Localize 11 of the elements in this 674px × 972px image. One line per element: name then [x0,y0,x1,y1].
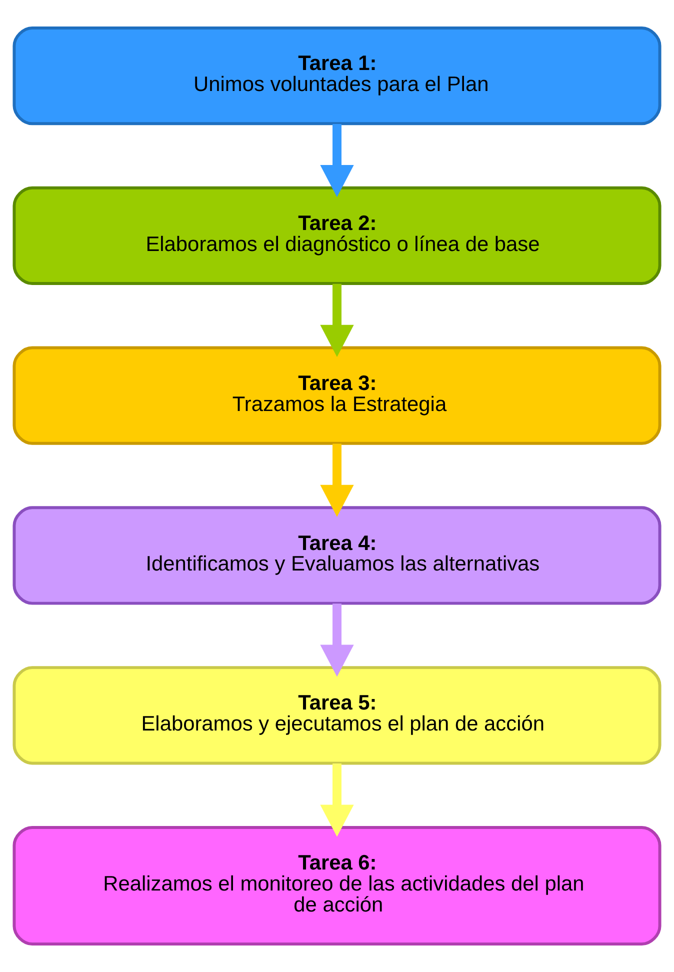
node-box: Tarea 2: Elaboramos el diagnóstico o línea de base [12,186,662,285]
arrow [320,764,354,837]
arrow [320,284,354,357]
arrow [320,124,354,198]
node-box: Tarea 4: Identificamos y Evaluamos las alternativas [12,506,662,605]
arrow [320,604,354,677]
node-box: Tarea 6: Realizamos el monitoreo de las actividades del plan de acción [12,826,662,946]
node-box: Tarea 3: Trazamos la Estrategia [12,346,662,445]
arrow [320,444,354,517]
node-box: Tarea 5: Elaboramos y ejecutamos el plan de acción [12,666,662,765]
node-box: Tarea 1: Unimos voluntades para el Plan [12,26,662,126]
